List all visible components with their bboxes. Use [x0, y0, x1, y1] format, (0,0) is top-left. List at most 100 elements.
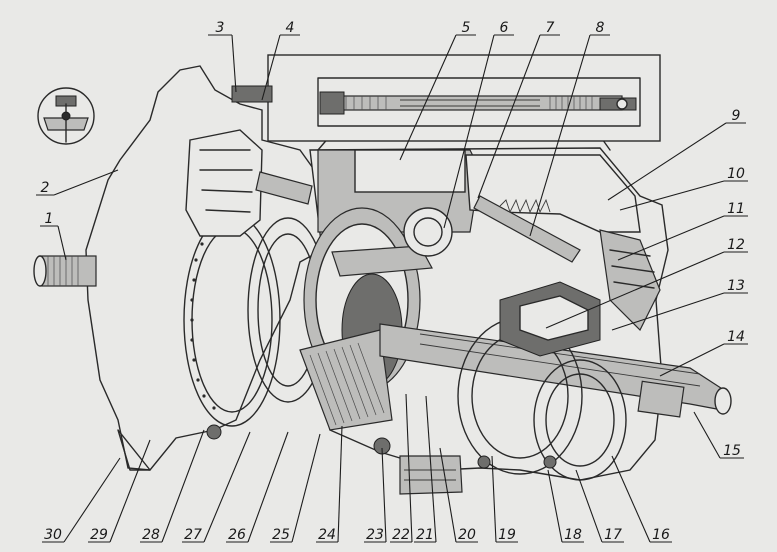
callout-leader-line: [109, 439, 151, 543]
callout-leader-line: [693, 411, 721, 459]
callout-12: 12: [545, 237, 748, 329]
callout-leader-line: [405, 393, 413, 543]
callout-leader-line: [611, 455, 651, 543]
callout-14: 14: [659, 329, 748, 377]
shift-levers: [185, 85, 313, 237]
callout-4: 4: [261, 20, 300, 101]
callout-number: 29: [90, 527, 108, 543]
callout-number: 23: [366, 527, 384, 543]
callout-number: 19: [498, 527, 516, 543]
callout-11: 11: [617, 201, 748, 261]
callout-9: 9: [607, 108, 746, 201]
callout-27: 27: [182, 431, 251, 543]
callout-leader-line: [575, 469, 603, 543]
detail-inset-circle: [37, 87, 95, 145]
callout-leader-line: [381, 447, 387, 543]
callout-leader-line: [491, 455, 497, 543]
callout-number: 18: [564, 527, 582, 543]
callout-number: 20: [458, 527, 476, 543]
callout-number: 7: [546, 20, 555, 36]
callout-leader-line: [529, 34, 591, 237]
callout-number: 27: [184, 527, 202, 543]
callout-leader-line: [63, 457, 121, 543]
callout-number: 14: [727, 329, 745, 345]
callout-13: 13: [611, 278, 748, 331]
callout-2: 2: [36, 169, 119, 196]
callout-leader-line: [425, 395, 437, 543]
callout-leader-line: [477, 34, 541, 199]
callout-leader-line: [619, 180, 725, 211]
callout-number: 24: [318, 527, 336, 543]
callout-leader-line: [231, 34, 237, 93]
callout-leader-line: [399, 34, 457, 161]
callout-30: 30: [42, 457, 121, 543]
callout-number: 21: [416, 527, 434, 543]
callout-number: 11: [727, 201, 745, 217]
callout-number: 6: [500, 20, 509, 36]
callout-number: 25: [272, 527, 290, 543]
callout-number: 5: [462, 20, 471, 36]
callout-3: 3: [208, 20, 237, 93]
callout-number: 17: [604, 527, 622, 543]
callout-leader-line: [247, 431, 289, 543]
callout-18: 18: [547, 469, 584, 543]
callout-leader-line: [545, 251, 725, 329]
callout-number: 9: [732, 108, 741, 124]
callout-29: 29: [88, 439, 151, 543]
callout-leader-line: [617, 215, 725, 261]
callout-number: 3: [216, 20, 225, 36]
callout-number: 13: [727, 278, 745, 294]
callout-number: 22: [392, 527, 410, 543]
callout-leader-line: [291, 433, 321, 543]
callout-26: 26: [226, 431, 289, 543]
output-shaft: [379, 323, 732, 418]
callout-24: 24: [316, 425, 343, 543]
callout-number: 1: [45, 211, 54, 227]
callout-15: 15: [693, 411, 744, 459]
input-shaft: [33, 255, 97, 287]
callout-leader-line: [547, 469, 563, 543]
callout-28: 28: [140, 429, 205, 543]
callout-10: 10: [619, 166, 748, 211]
callout-17: 17: [575, 469, 624, 543]
callout-leader-line: [607, 122, 727, 201]
callout-leader-line: [261, 34, 281, 101]
callout-leader-line: [443, 34, 495, 229]
callout-leader-line: [337, 425, 343, 543]
callout-leader-line: [659, 343, 725, 377]
callout-number: 2: [41, 180, 50, 196]
callout-7: 7: [477, 20, 560, 199]
callout-6: 6: [443, 20, 514, 229]
callout-number: 15: [723, 443, 741, 459]
callout-number: 26: [228, 527, 246, 543]
callout-leader-line: [57, 225, 67, 261]
callout-number: 12: [727, 237, 745, 253]
callout-16: 16: [611, 455, 672, 543]
callout-number: 28: [142, 527, 160, 543]
shift-mechanism-inset: [267, 54, 661, 142]
callout-number: 30: [44, 527, 62, 543]
callout-23: 23: [364, 447, 387, 543]
callout-number: 8: [596, 20, 605, 36]
callout-21: 21: [414, 395, 437, 543]
spring-assembly: [403, 195, 581, 263]
callout-leader-line: [53, 169, 119, 196]
callout-5: 5: [399, 20, 476, 161]
right-gear-housing: [457, 229, 661, 481]
callout-number: 10: [727, 166, 745, 182]
callout-leader-line: [439, 447, 457, 543]
callout-20: 20: [439, 447, 478, 543]
callout-1: 1: [40, 211, 67, 261]
callout-number: 16: [652, 527, 670, 543]
callout-leader-line: [203, 431, 251, 543]
callout-leader-line: [611, 292, 725, 331]
callout-25: 25: [270, 433, 321, 543]
callout-19: 19: [491, 455, 518, 543]
callout-22: 22: [390, 393, 413, 543]
callout-leader-line: [161, 429, 205, 543]
callout-8: 8: [529, 20, 610, 237]
callout-number: 4: [286, 20, 295, 36]
